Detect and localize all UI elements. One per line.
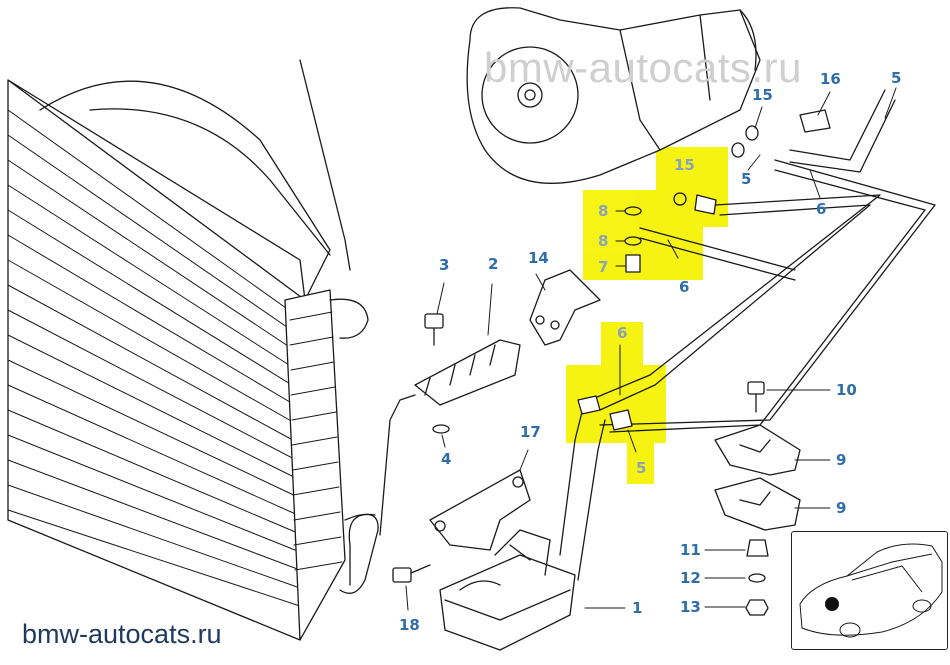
highlight-lower-tag-bottom xyxy=(627,440,654,484)
pipe-fitting-lower-b xyxy=(609,409,633,431)
bracket-9-upper xyxy=(714,424,801,476)
callout-15-top: 15 xyxy=(752,86,773,104)
callout-2: 2 xyxy=(488,255,499,273)
bolt-18 xyxy=(392,564,431,583)
nut-11 xyxy=(746,539,769,557)
bracket-17 xyxy=(429,469,531,551)
callout-15-highlight: 15 xyxy=(674,156,695,174)
bracket-14 xyxy=(529,269,601,346)
thermostat-2 xyxy=(379,339,521,536)
callout-17: 17 xyxy=(520,423,541,441)
seal-15-b xyxy=(731,142,745,158)
seal-15-c xyxy=(673,192,687,206)
vehicle-location-inset xyxy=(791,531,948,650)
callout-9-lower: 9 xyxy=(836,499,847,517)
bolt-16 xyxy=(799,109,831,133)
callout-10: 10 xyxy=(836,381,857,399)
car-outline-icon xyxy=(799,543,943,638)
pipe-fitting-upper xyxy=(694,194,717,215)
callout-6-top: 6 xyxy=(816,200,827,218)
pipe-fitting-lower-a xyxy=(577,395,601,415)
callout-14: 14 xyxy=(528,249,549,267)
callout-9-upper: 9 xyxy=(836,451,847,469)
callout-11: 11 xyxy=(680,541,701,559)
callout-18: 18 xyxy=(399,616,420,634)
radiator xyxy=(7,59,379,641)
washer-12 xyxy=(748,573,766,583)
watermark-bottom: bmw-autocats.ru xyxy=(22,619,222,649)
highlight-upper-pipe-end xyxy=(656,147,728,227)
bolt-10 xyxy=(747,381,765,413)
highlight-lower-tag-top xyxy=(601,322,643,368)
callout-4: 4 xyxy=(441,450,452,468)
oil-cooler xyxy=(439,529,576,651)
callout-8-a: 8 xyxy=(598,202,609,220)
seal-4 xyxy=(432,424,450,434)
callout-12: 12 xyxy=(680,569,701,587)
leader-lines xyxy=(405,87,897,611)
callout-16: 16 xyxy=(820,70,841,88)
seal-15-a xyxy=(745,125,759,141)
watermark-top: bmw-autocats.ru xyxy=(484,44,802,91)
callout-6-low: 6 xyxy=(617,324,628,342)
nut-13 xyxy=(745,599,769,616)
callout-8-b: 8 xyxy=(598,232,609,250)
callout-6-mid: 6 xyxy=(679,278,690,296)
highlight-areas xyxy=(566,147,728,484)
callout-1: 1 xyxy=(632,599,643,617)
callout-13: 13 xyxy=(680,598,701,616)
callout-7: 7 xyxy=(598,258,609,276)
callout-5-mid: 5 xyxy=(741,170,752,188)
callout-5-low: 5 xyxy=(636,459,647,477)
callout-3: 3 xyxy=(439,256,450,274)
transmission xyxy=(466,7,761,184)
banjo-bolt-7 xyxy=(625,254,641,273)
callout-5-top: 5 xyxy=(891,69,902,87)
bolt-3 xyxy=(424,313,444,346)
bracket-9-lower xyxy=(714,477,801,531)
